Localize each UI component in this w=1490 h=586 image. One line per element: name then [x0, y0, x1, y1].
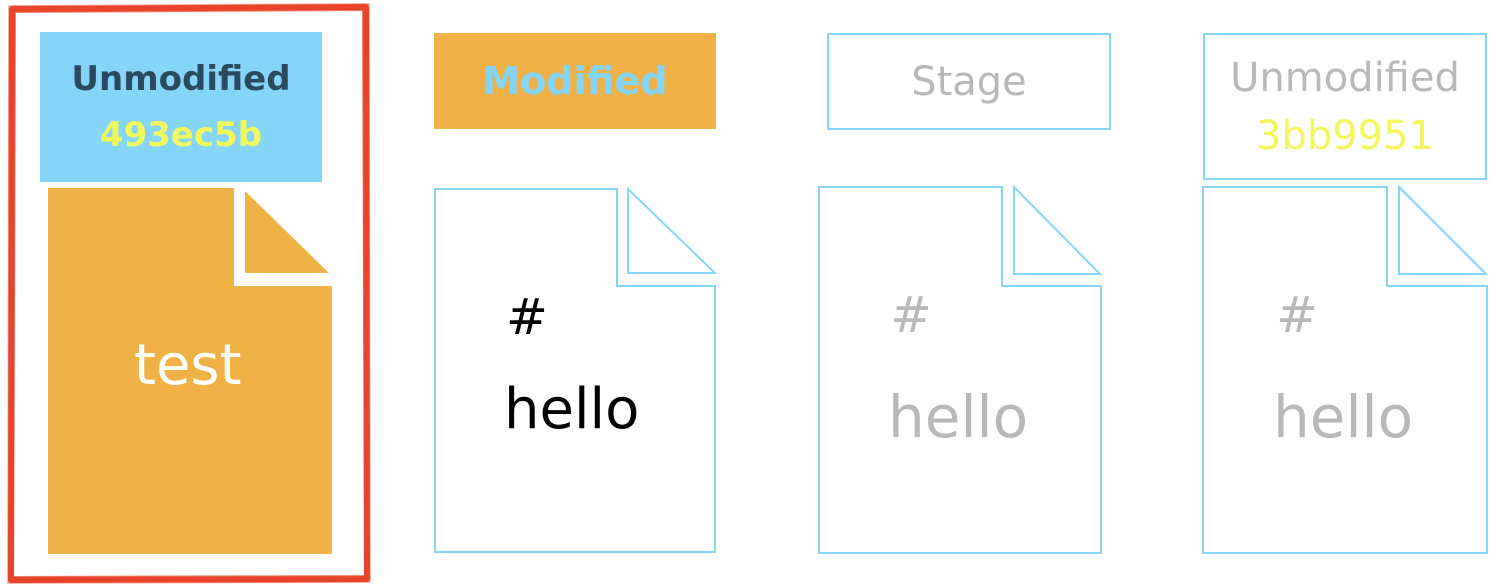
file-document-icon — [818, 184, 1103, 554]
state-title: Unmodified — [1230, 54, 1460, 101]
state-label-unmodified-faded: Unmodified 3bb9951 — [1203, 33, 1487, 180]
file-document-icon — [48, 188, 332, 554]
file-document-icon — [1202, 184, 1489, 554]
state-title: Stage — [911, 58, 1027, 105]
file-content-line: # — [1276, 286, 1318, 344]
file-content-line: # — [506, 288, 548, 346]
commit-hash: 3bb9951 — [1255, 112, 1435, 159]
state-label-stage: Stage — [827, 33, 1111, 130]
state-title: Unmodified — [71, 59, 291, 99]
file-content-line: # — [890, 286, 932, 344]
file-document-icon — [434, 186, 718, 553]
state-label-modified: Modified — [434, 33, 716, 129]
file-content-line: hello — [888, 383, 1029, 451]
state-label-unmodified: Unmodified 493ec5b — [40, 32, 322, 182]
file-content-line: test — [134, 333, 242, 398]
file-content-line: hello — [1273, 383, 1414, 451]
state-title: Modified — [482, 59, 668, 103]
file-content-line: hello — [504, 377, 640, 442]
commit-hash: 493ec5b — [99, 115, 263, 155]
